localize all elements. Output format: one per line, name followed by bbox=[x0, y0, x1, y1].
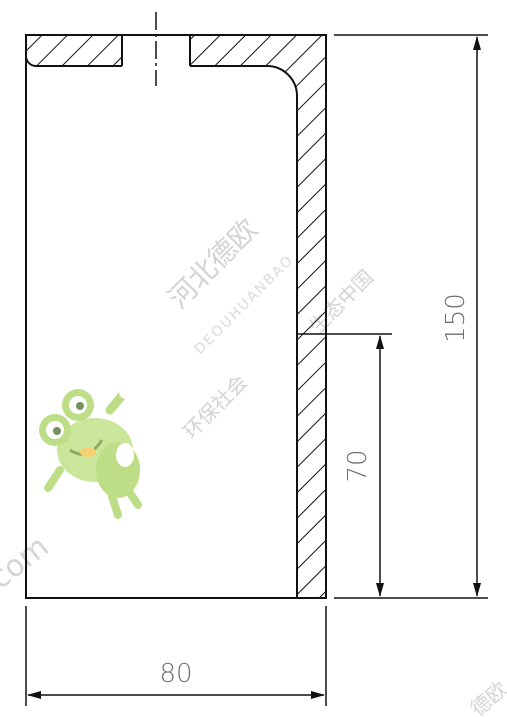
part-outline bbox=[25, 34, 327, 599]
frog-mascot-icon bbox=[39, 385, 142, 519]
dimension-width: 80 bbox=[25, 606, 327, 706]
dimension-lower-label: 70 bbox=[343, 449, 373, 482]
watermark-domain: com bbox=[0, 529, 55, 596]
dimension-width-label: 80 bbox=[159, 659, 192, 689]
section-hatching bbox=[26, 35, 326, 598]
top-flange-left-corner bbox=[25, 35, 122, 67]
dimension-height-lower: 70 bbox=[297, 333, 392, 597]
dimension-height-overall: 150 bbox=[334, 34, 488, 599]
dimension-height-label: 150 bbox=[441, 293, 471, 343]
watermark-corner: 德欧 bbox=[466, 677, 507, 717]
watermark-slogan-2: 环保社会 bbox=[179, 370, 253, 444]
inner-wall-outline bbox=[190, 65, 298, 598]
